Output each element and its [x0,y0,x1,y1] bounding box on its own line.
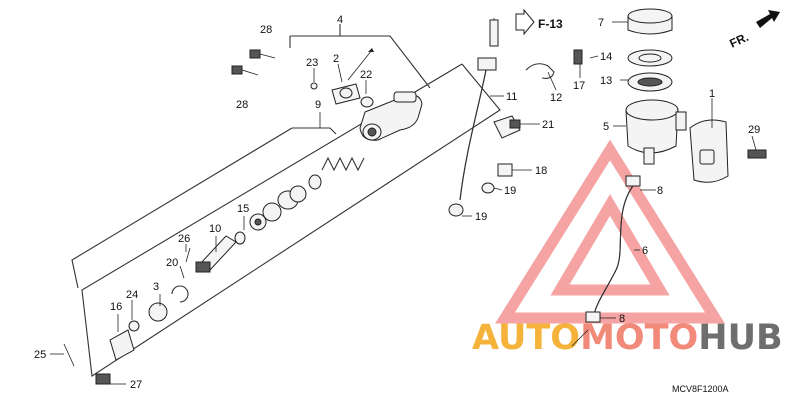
o-ring-22 [360,96,374,108]
hose-clamp-12 [525,63,555,79]
callout-23: 23 [306,57,318,69]
assembly-outline [71,24,501,377]
callout-13: 13 [600,75,612,87]
callout-8-lower: 8 [619,313,625,325]
callout-10: 10 [209,223,221,235]
front-label: FR. [727,30,750,51]
callout-25: 25 [34,349,46,361]
watermark-auto: AUTO [472,318,580,358]
callout-21: 21 [542,119,554,131]
piston-kit [63,156,365,385]
callout-26: 26 [178,233,190,245]
callout-8-upper: 8 [657,185,663,197]
watermark-moto: MOTO [580,318,698,358]
figure-code: MCV8F1200A [672,384,729,394]
front-direction: FR. [727,10,780,51]
front-arrow-icon [756,10,780,28]
callout-3: 3 [153,281,159,293]
callout-6-lower: 6 [642,245,648,257]
callout-16: 16 [110,301,122,313]
callout-20: 20 [166,257,178,269]
callout-27: 27 [130,379,142,391]
bolt-28-lower [231,65,259,76]
hose-clip-8-lower [585,311,601,323]
callout-4: 4 [337,14,343,26]
callout-1: 1 [709,88,715,100]
brake-switch-21 [493,115,521,139]
ref-arrow-icon [515,8,535,36]
callout-29: 29 [748,124,760,136]
watermark-hub: HUB [698,318,782,358]
callouts: 1 2 3 4 5 6 7 8 8 9 10 11 12 13 14 15 16… [34,14,760,391]
callout-11: 11 [506,91,517,103]
ref-label: F-13 [538,17,563,31]
callout-22: 22 [360,69,372,81]
reservoir-hose-6 [571,175,641,347]
callout-28-upper: 28 [260,24,272,36]
reservoir-hose-11 [448,18,499,217]
callout-14: 14 [600,51,612,63]
bolt-28-upper [249,49,276,59]
return-spring [321,156,365,172]
callout-15: 15 [237,203,249,215]
reference-arrow: F-13 [515,8,563,36]
reservoir-group [573,8,767,183]
callout-17: 17 [573,80,585,92]
callout-24: 24 [126,289,138,301]
callout-19-lower: 19 [475,211,487,223]
master-cylinder-body [359,91,423,141]
inlet-joint [310,48,374,105]
leader-lines [50,21,757,385]
callout-28-lower: 28 [236,99,248,111]
hose-clip-8-upper [625,175,641,187]
callout-12: 12 [550,92,562,104]
union-bolt-18 [481,163,513,194]
svg-text:AUTOMOTOHUB: AUTOMOTOHUB [472,318,783,358]
callout-9: 9 [315,99,321,111]
callout-5: 5 [603,121,609,133]
callout-2: 2 [333,53,339,65]
callout-18: 18 [535,165,547,177]
callout-19-upper: 19 [504,185,516,197]
callout-7: 7 [598,17,604,29]
